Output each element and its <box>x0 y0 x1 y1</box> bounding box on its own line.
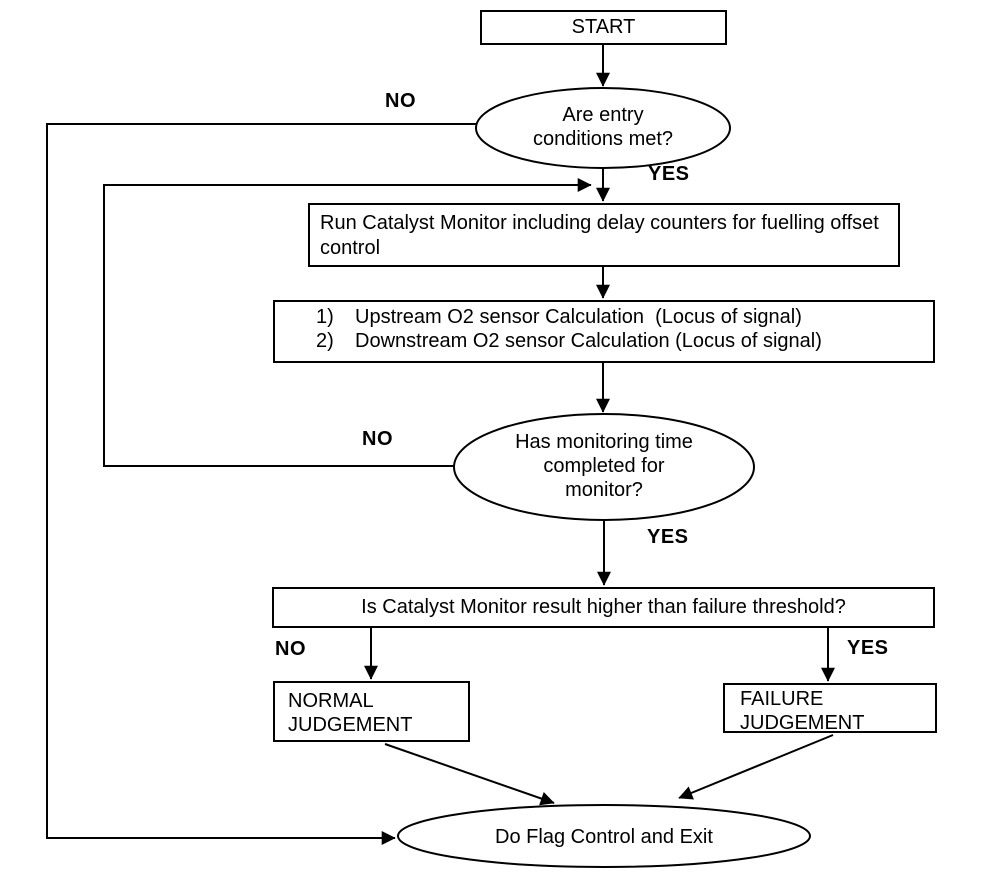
failure-threshold-decision: Is Catalyst Monitor result higher than f… <box>272 587 935 628</box>
flag-control-exit-label: Do Flag Control and Exit <box>495 826 713 848</box>
connector-time-no-loop-to-run <box>103 178 592 467</box>
edge-label-threshold-yes: YES <box>847 637 889 659</box>
start-node: START <box>480 10 727 45</box>
edge-label-entry-no: NO <box>385 90 416 112</box>
o2-calculation-item-1: 1) Upstream O2 sensor Calculation (Locus… <box>316 305 929 329</box>
connector-entry-no-to-exit <box>46 123 477 845</box>
edge-label-threshold-no: NO <box>275 638 306 660</box>
failure-judgement-node: FAILURE JUDGEMENT <box>723 683 937 734</box>
flag-control-exit-shape <box>397 804 811 868</box>
run-catalyst-monitor-process: Run Catalyst Monitor including delay cou… <box>308 203 900 267</box>
o2-calculation-item-1-text: Upstream O2 sensor Calculation (Locus of… <box>355 306 802 328</box>
edge-label-time-yes: YES <box>647 526 689 548</box>
entry-conditions-label: Are entry conditions met? <box>532 104 674 150</box>
edge-label-entry-yes: YES <box>648 163 690 185</box>
connector-failure-to-exit <box>678 734 834 800</box>
o2-calculation-item-2: 2) Downstream O2 sensor Calculation (Loc… <box>316 329 929 353</box>
failure-threshold-label: Is Catalyst Monitor result higher than f… <box>361 596 846 618</box>
start-label: START <box>571 16 636 38</box>
connector-normal-to-exit <box>384 743 555 806</box>
failure-judgement-label: FAILURE JUDGEMENT <box>740 688 865 734</box>
edge-label-time-no: NO <box>362 428 393 450</box>
o2-sensor-calculation-process: 1) Upstream O2 sensor Calculation (Locus… <box>273 300 935 363</box>
o2-calculation-item-2-text: Downstream O2 sensor Calculation (Locus … <box>355 330 822 352</box>
run-catalyst-monitor-label: Run Catalyst Monitor including delay cou… <box>320 212 879 259</box>
normal-judgement-node: NORMAL JUDGEMENT <box>273 681 470 742</box>
normal-judgement-label: NORMAL JUDGEMENT <box>288 690 413 736</box>
o2-calculation-item-2-number: 2) <box>316 330 334 352</box>
o2-calculation-item-1-number: 1) <box>316 306 334 328</box>
monitoring-time-label: Has monitoring time completed for monito… <box>515 431 693 501</box>
